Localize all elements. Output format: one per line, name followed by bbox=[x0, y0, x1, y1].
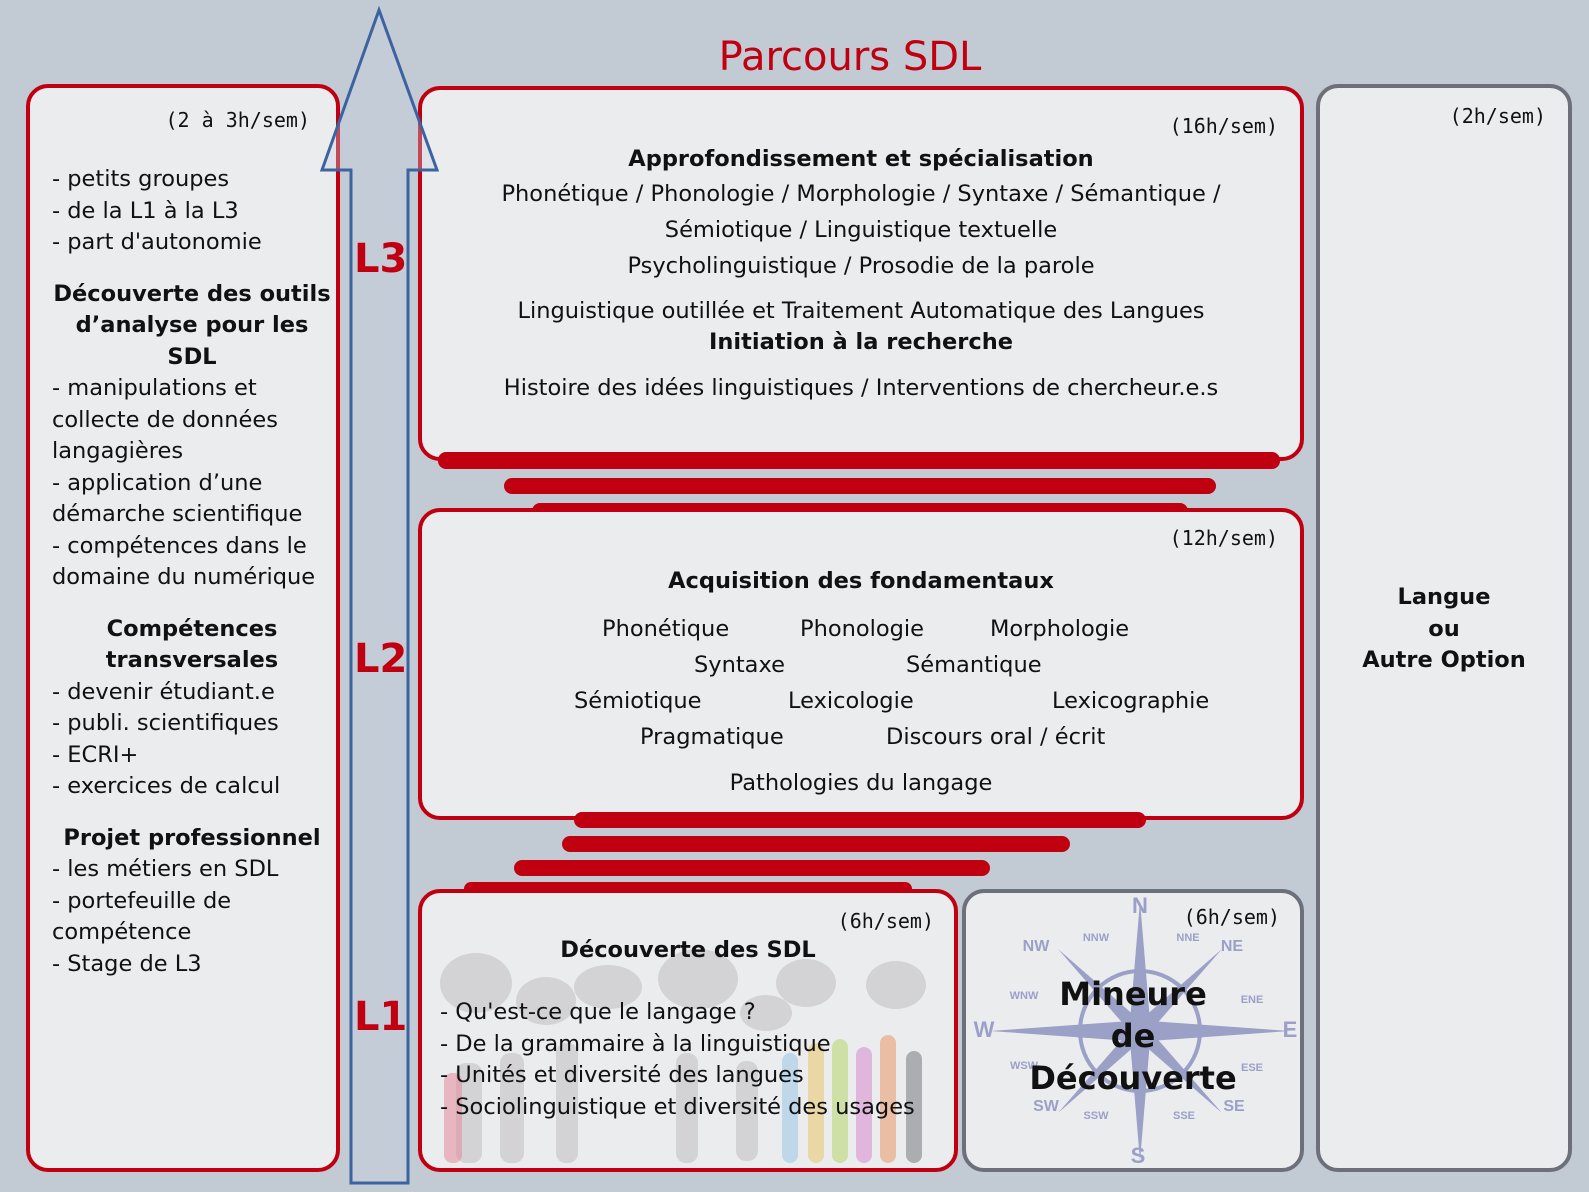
l3-heading: Approfondissement et spécialisation bbox=[628, 146, 1094, 172]
intro-item: - petits groupes bbox=[52, 166, 230, 192]
l1-item: - Sociolinguistique et diversité des usa… bbox=[440, 1093, 915, 1120]
l2-topic: Phonétique bbox=[602, 616, 730, 642]
compass-label: NE bbox=[1221, 938, 1244, 955]
skills-item: - publi. scientifiques bbox=[52, 710, 279, 736]
connector-bar bbox=[562, 836, 1070, 852]
compass-label: ESE bbox=[1241, 1062, 1263, 1074]
level-l3: L3 bbox=[354, 236, 408, 282]
project-item: - Stage de L3 bbox=[52, 950, 202, 977]
compass-label: NNW bbox=[1083, 932, 1110, 944]
level-l2: L2 bbox=[354, 636, 408, 682]
connector-bar bbox=[504, 478, 1216, 494]
l2-topic: Morphologie bbox=[990, 616, 1130, 642]
methods-hours: (2 à 3h/sem) bbox=[165, 108, 311, 132]
language-label: Autre Option bbox=[1362, 647, 1526, 673]
tools-item: - compétences dans le domaine du numériq… bbox=[52, 532, 316, 591]
l2-topic: Lexicographie bbox=[1052, 688, 1210, 714]
compass-label: SSW bbox=[1083, 1110, 1109, 1122]
language-label: Langue bbox=[1397, 584, 1491, 610]
connector-bar bbox=[438, 452, 1280, 469]
project-item: - portefeuille de compétence bbox=[52, 887, 232, 946]
compass-rose-icon: N NNE NE ENE E ESE SE SSE S SSW SW WSW W… bbox=[974, 893, 1298, 1168]
project-heading: Projet professionnel bbox=[63, 824, 321, 851]
connector-bar bbox=[574, 812, 1146, 828]
l3-line: Sémiotique / Linguistique textuelle bbox=[664, 216, 1058, 243]
compass-label: SE bbox=[1223, 1098, 1245, 1115]
tools-item: - application d’une démarche scientifiqu… bbox=[52, 469, 303, 528]
page-title: Parcours SDL bbox=[718, 34, 982, 80]
minor-label: de bbox=[1110, 1017, 1156, 1055]
compass-label: SSE bbox=[1173, 1110, 1195, 1122]
project-item: - les métiers en SDL bbox=[52, 856, 279, 882]
minor-hours: (6h/sem) bbox=[1183, 905, 1280, 929]
l2-topic: Lexicologie bbox=[788, 688, 914, 714]
skills-item: - ECRI+ bbox=[52, 741, 139, 768]
l3-line: Phonétique / Phonologie / Morphologie / … bbox=[501, 180, 1221, 207]
l2-topic: Sémantique bbox=[906, 652, 1042, 678]
l1-item: - Qu'est-ce que le langage ? bbox=[440, 999, 756, 1025]
compass-label: WSW bbox=[1010, 1060, 1039, 1072]
l2-topic: Syntaxe bbox=[694, 652, 785, 678]
l2-topic: Pragmatique bbox=[640, 724, 784, 750]
compass-label: SW bbox=[1033, 1098, 1060, 1115]
compass-label: W bbox=[974, 1017, 995, 1042]
intro-item: - de la L1 à la L3 bbox=[52, 197, 239, 224]
level-l1: L1 bbox=[354, 994, 408, 1040]
l1-item: - Unités et diversité des langues bbox=[440, 1062, 804, 1088]
compass-label: NNE bbox=[1176, 932, 1199, 944]
compass-label: N bbox=[1132, 893, 1148, 918]
compass-label: S bbox=[1131, 1143, 1146, 1168]
skills-item: - exercices de calcul bbox=[52, 773, 281, 799]
language-label: ou bbox=[1428, 615, 1460, 642]
minor-box: N NNE NE ENE E ESE SE SSE S SSW SW WSW W… bbox=[962, 889, 1304, 1172]
tools-heading: Découverte des outils d’analyse pour les… bbox=[53, 280, 331, 370]
minor-label: Découverte bbox=[1029, 1059, 1237, 1097]
language-hours: (2h/sem) bbox=[1449, 104, 1546, 128]
tools-item: - manipulations et collecte de données l… bbox=[52, 375, 278, 464]
l1-item: - De la grammaire à la linguistique bbox=[440, 1030, 831, 1057]
connector-bar bbox=[514, 860, 990, 876]
l1-heading: Découverte des SDL bbox=[560, 937, 816, 963]
l3-box: (16h/sem) Approfondissement et spécialis… bbox=[418, 86, 1304, 461]
skills-item: - devenir étudiant.e bbox=[52, 678, 275, 705]
minor-label: Mineure bbox=[1059, 975, 1207, 1013]
language-panel: (2h/sem) Langue ou Autre Option bbox=[1316, 84, 1572, 1172]
intro-item: - part d'autonomie bbox=[52, 229, 262, 255]
compass-label: ENE bbox=[1241, 994, 1264, 1006]
skills-heading: Compétences transversales bbox=[105, 615, 279, 674]
l3-tal: Linguistique outillée et Traitement Auto… bbox=[517, 297, 1205, 324]
l2-heading: Acquisition des fondamentaux bbox=[668, 568, 1054, 594]
compass-label: E bbox=[1283, 1017, 1298, 1042]
l2-box: (12h/sem) Acquisition des fondamentaux P… bbox=[418, 508, 1304, 820]
l3-hours: (16h/sem) bbox=[1169, 114, 1278, 138]
l2-topic: Sémiotique bbox=[574, 688, 702, 714]
methods-panel: (2 à 3h/sem) - petits groupes - de la L1… bbox=[26, 84, 340, 1172]
research-heading: Initiation à la recherche bbox=[709, 329, 1013, 355]
l2-hours: (12h/sem) bbox=[1169, 526, 1278, 550]
l2-topic: Phonologie bbox=[800, 616, 925, 642]
crowd-illustration bbox=[440, 949, 926, 1163]
l1-hours: (6h/sem) bbox=[837, 909, 934, 933]
l2-topic: Pathologies du langage bbox=[729, 770, 993, 796]
research-line: Histoire des idées linguistiques / Inter… bbox=[503, 374, 1219, 401]
compass-label: NW bbox=[1023, 938, 1051, 955]
l3-line: Psycholinguistique / Prosodie de la paro… bbox=[627, 252, 1095, 279]
l1-box: (6h/sem) Découverte des SDL - Qu'est-ce … bbox=[418, 889, 958, 1172]
l2-topic: Discours oral / écrit bbox=[886, 724, 1106, 750]
compass-label: WNW bbox=[1010, 990, 1039, 1002]
